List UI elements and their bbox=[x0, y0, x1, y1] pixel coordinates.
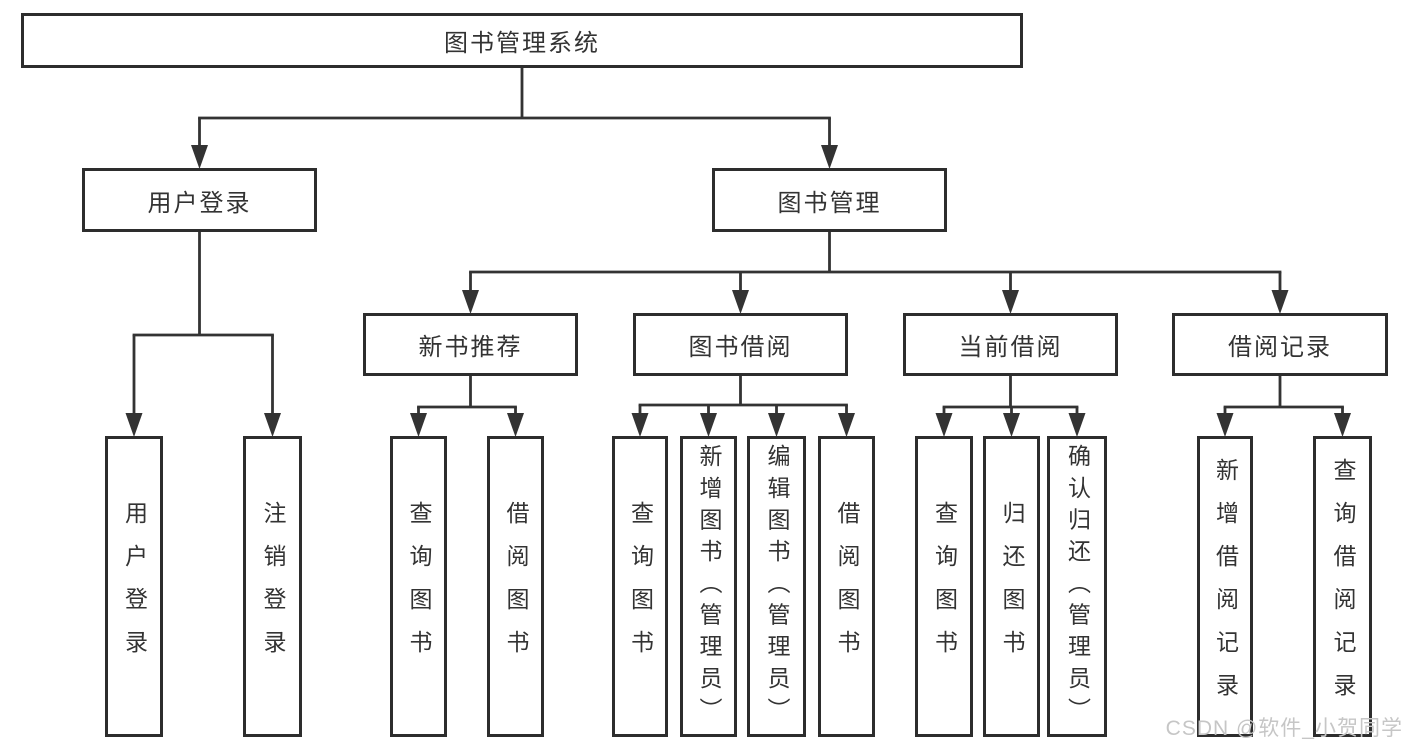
node-label: 查询图书 bbox=[406, 500, 432, 673]
node-leaf-logout: 注销登录 bbox=[243, 436, 302, 737]
node-label: 注销登录 bbox=[260, 500, 286, 673]
node-lvl3-records: 借阅记录 bbox=[1172, 313, 1388, 376]
node-lvl2-mgmt: 图书管理 bbox=[712, 168, 947, 232]
node-leaf-rd-add: 新增借阅记录 bbox=[1197, 436, 1253, 737]
node-label: 查询借阅记录 bbox=[1330, 457, 1356, 716]
node-label: 借阅图书 bbox=[834, 500, 860, 673]
arrowhead-icon bbox=[1002, 290, 1019, 314]
node-leaf-bb-borrow: 借阅图书 bbox=[818, 436, 875, 737]
node-label: 用户登录 bbox=[121, 500, 148, 673]
arrowhead-icon bbox=[1334, 413, 1351, 437]
node-label: 归还图书 bbox=[999, 500, 1025, 673]
node-label: 借阅记录 bbox=[1228, 334, 1332, 361]
node-leaf-cur-confirm: 确认归还（管理员） bbox=[1047, 436, 1107, 737]
node-leaf-login: 用户登录 bbox=[105, 436, 163, 737]
node-label: 图书借阅 bbox=[688, 334, 793, 361]
arrowhead-icon bbox=[507, 413, 524, 437]
node-lvl3-rec: 新书推荐 bbox=[363, 313, 578, 376]
arrowhead-icon bbox=[732, 290, 749, 314]
node-label: 新增图书（管理员） bbox=[696, 444, 722, 729]
node-leaf-cur-query: 查询图书 bbox=[915, 436, 973, 737]
node-label: 当前借阅 bbox=[958, 334, 1063, 361]
arrowhead-icon bbox=[264, 413, 281, 437]
node-label: 新增借阅记录 bbox=[1212, 457, 1239, 716]
node-label: 图书管理系统 bbox=[444, 30, 600, 57]
node-leaf-bb-add: 新增图书（管理员） bbox=[680, 436, 737, 737]
watermark: CSDN @软件_小贺同学 bbox=[1165, 717, 1403, 740]
arrowhead-icon bbox=[768, 413, 785, 437]
node-leaf-cur-return: 归还图书 bbox=[983, 436, 1040, 737]
node-leaf-rec-borrow: 借阅图书 bbox=[487, 436, 544, 737]
arrowhead-icon bbox=[935, 413, 953, 437]
node-label: 查询图书 bbox=[627, 500, 654, 673]
node-lvl2-login: 用户登录 bbox=[82, 168, 317, 232]
arrowhead-icon bbox=[821, 145, 838, 169]
node-label: 图书管理 bbox=[777, 189, 882, 217]
arrowhead-icon bbox=[1271, 290, 1289, 314]
arrowhead-icon bbox=[191, 145, 208, 169]
node-label: 借阅图书 bbox=[503, 500, 529, 673]
arrowhead-icon bbox=[1068, 413, 1086, 437]
arrowhead-icon bbox=[1003, 413, 1020, 437]
arrowhead-icon bbox=[631, 413, 649, 437]
node-label: 新书推荐 bbox=[418, 334, 523, 361]
arrowhead-icon bbox=[700, 413, 717, 437]
arrowhead-icon bbox=[838, 413, 855, 437]
node-root: 图书管理系统 bbox=[21, 13, 1023, 68]
arrowhead-icon bbox=[410, 413, 427, 437]
node-leaf-bb-query: 查询图书 bbox=[612, 436, 668, 737]
node-lvl3-current: 当前借阅 bbox=[903, 313, 1118, 376]
node-label: 确认归还（管理员） bbox=[1064, 444, 1091, 729]
arrowhead-icon bbox=[1216, 413, 1234, 437]
node-leaf-rd-query: 查询借阅记录 bbox=[1313, 436, 1372, 737]
node-label: 用户登录 bbox=[147, 189, 252, 217]
node-leaf-bb-edit: 编辑图书（管理员） bbox=[747, 436, 806, 737]
arrowhead-icon bbox=[125, 413, 143, 437]
node-label: 编辑图书（管理员） bbox=[764, 444, 790, 729]
node-leaf-rec-query: 查询图书 bbox=[390, 436, 447, 737]
node-lvl3-borrow: 图书借阅 bbox=[633, 313, 848, 376]
node-label: 查询图书 bbox=[931, 500, 958, 673]
arrowhead-icon bbox=[462, 290, 479, 314]
